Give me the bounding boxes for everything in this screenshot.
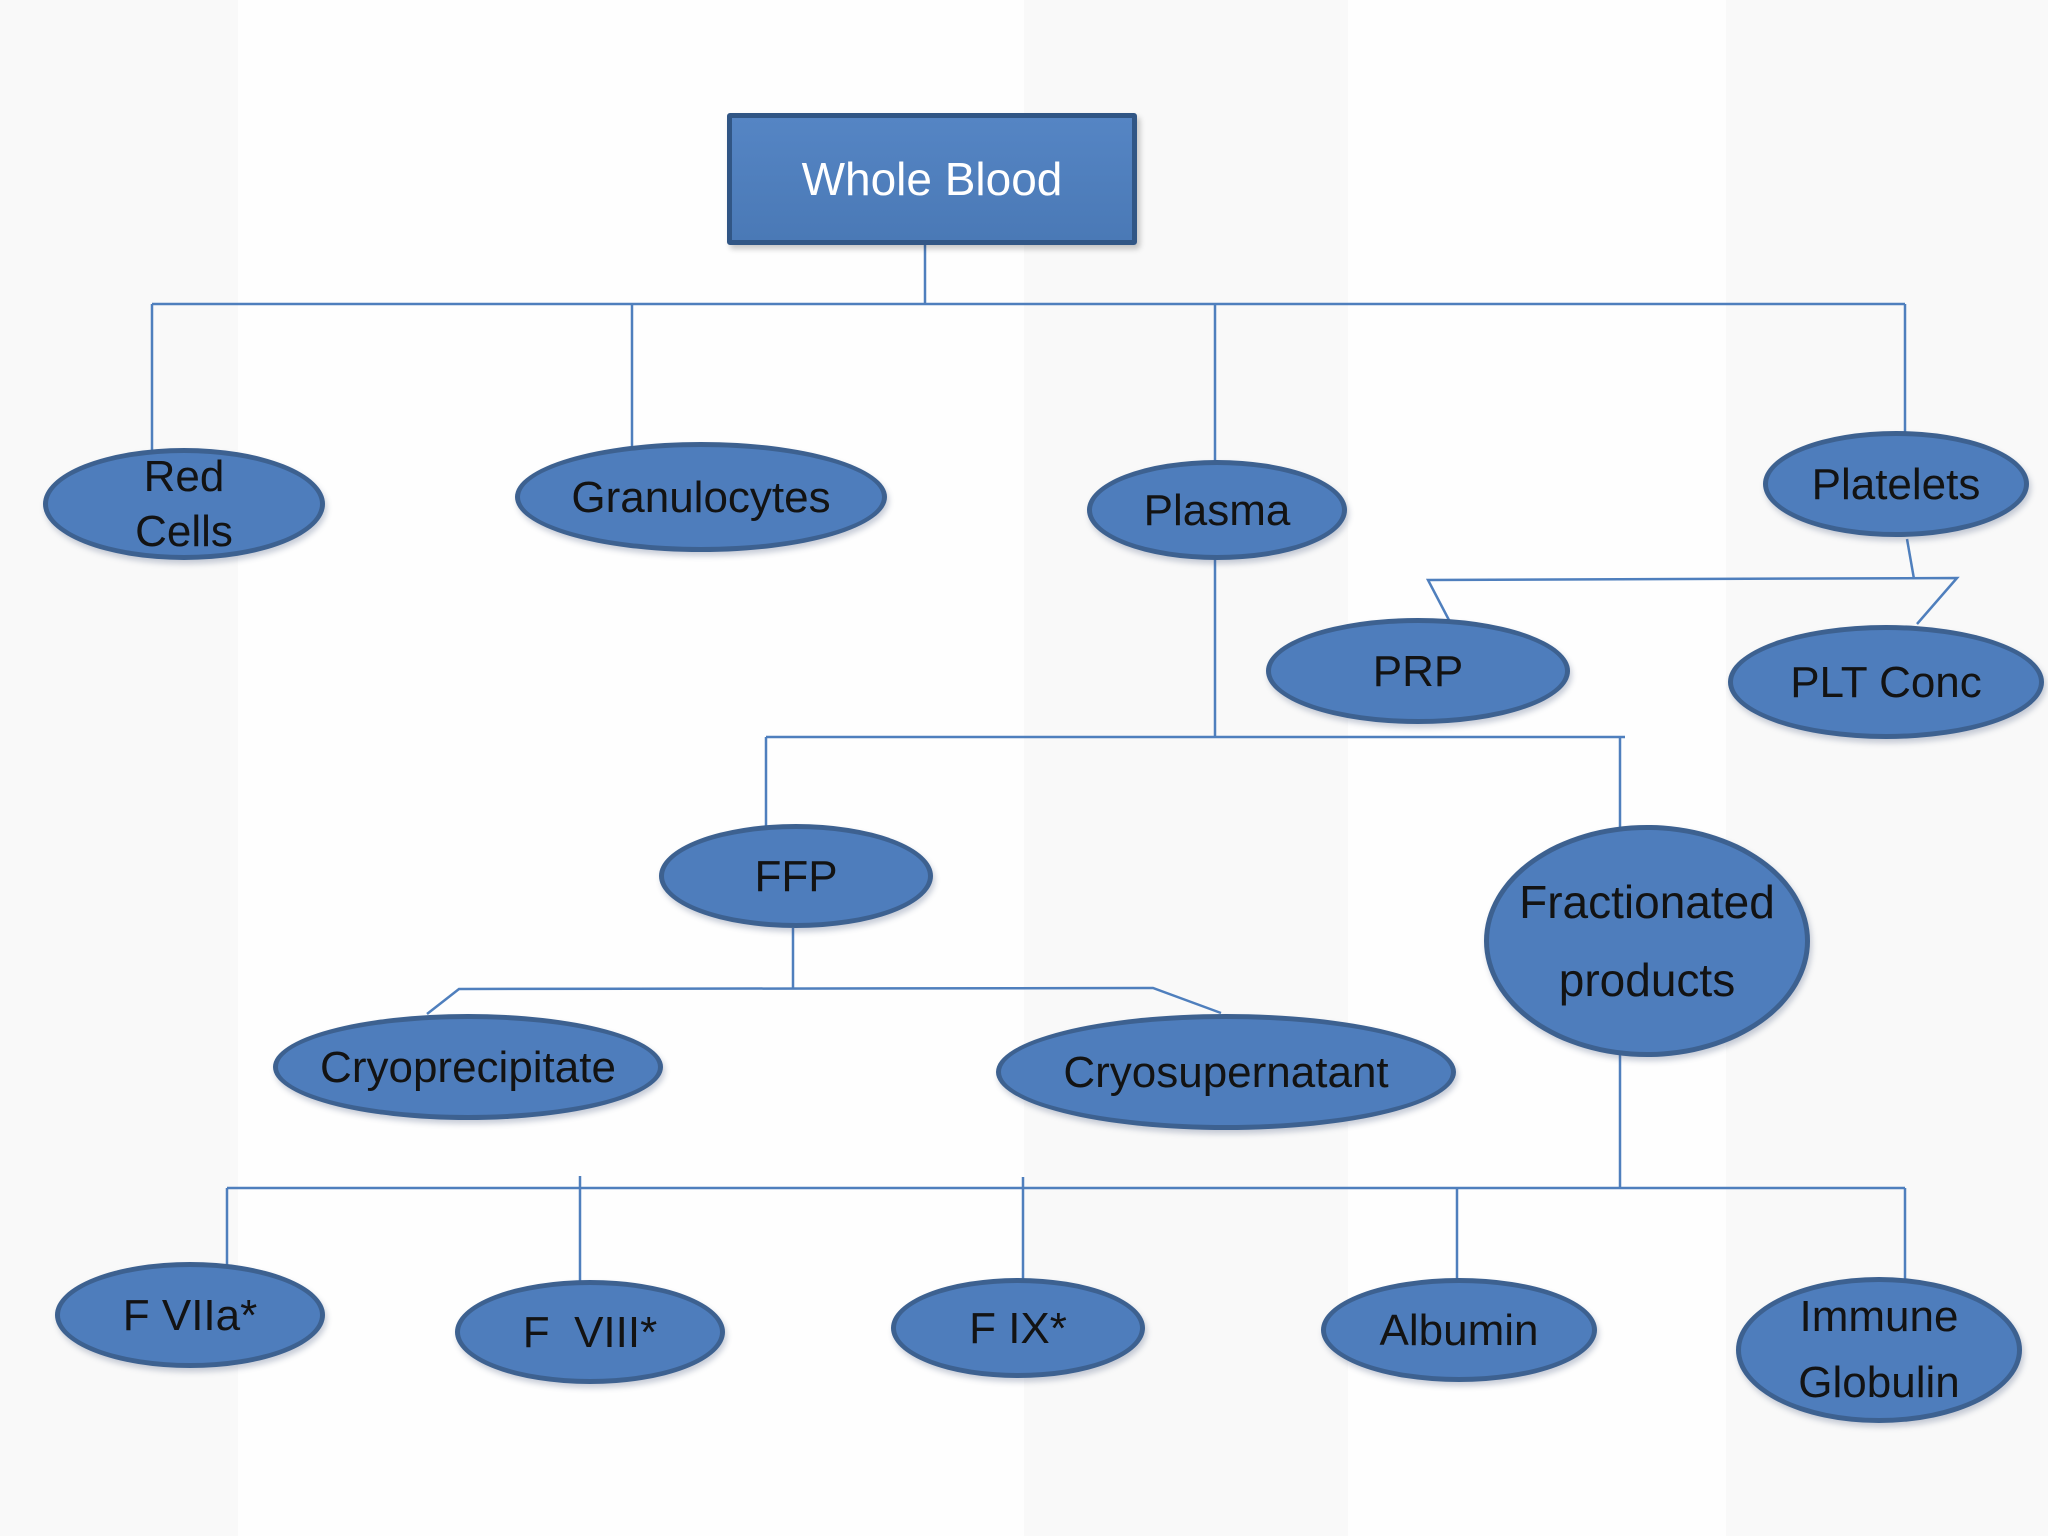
node-prp: PRP — [1266, 618, 1570, 724]
node-plasma: Plasma — [1087, 460, 1347, 560]
node-ffp: FFP — [659, 824, 933, 928]
node-plt-conc: PLT Conc — [1728, 625, 2044, 739]
node-immune-globulin: Immune Globulin — [1736, 1277, 2022, 1423]
node-cryosupernatant: Cryosupernatant — [996, 1014, 1456, 1130]
node-f-viii: F VIII* — [455, 1280, 725, 1384]
node-platelets: Platelets — [1763, 431, 2029, 537]
node-f-ix: F IX* — [891, 1278, 1145, 1378]
connector-ffp-bracket — [426, 986, 1222, 1015]
node-fractionated-products: Fractionated products — [1484, 825, 1810, 1057]
node-cryoprecipitate: Cryoprecipitate — [273, 1014, 663, 1120]
node-granulocytes: Granulocytes — [515, 442, 887, 552]
node-f-viia: F VIIa* — [55, 1262, 325, 1368]
node-red-cells: Red Cells — [43, 448, 325, 560]
connector-platelets-bracket — [1425, 576, 1960, 625]
connector-platelets-stub — [1905, 538, 1916, 580]
node-whole-blood: Whole Blood — [727, 113, 1137, 245]
node-albumin: Albumin — [1321, 1278, 1597, 1382]
